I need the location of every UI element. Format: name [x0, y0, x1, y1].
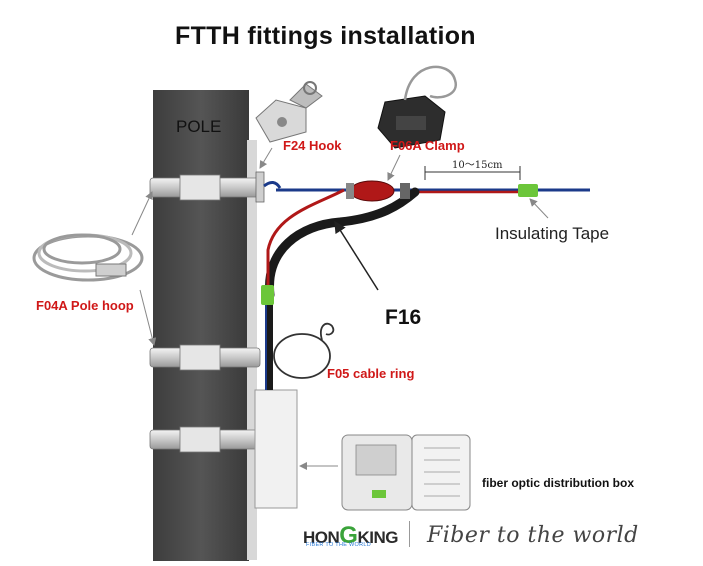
hook-bracket: [255, 171, 282, 203]
brand-name-right: KING: [357, 528, 398, 547]
label-f24-hook: F24 Hook: [283, 138, 342, 153]
tape-marker-top: [518, 184, 538, 197]
label-f06a-clamp: F06A Clamp: [390, 138, 465, 153]
distribution-box-illustration: [341, 434, 471, 511]
brand-name-left: HON: [303, 528, 340, 547]
red-wire-loop: [266, 188, 345, 390]
brand-name-g: G: [339, 522, 358, 549]
pole: [153, 90, 249, 561]
pole-hoop-top: [149, 174, 261, 201]
slogan: Fiber to the world: [427, 523, 639, 548]
arrow-hoop-top: [131, 191, 153, 236]
label-f16: F16: [385, 306, 422, 329]
mounted-box: [254, 389, 298, 509]
brand-tagline: FIBER TO THE WORLD: [306, 542, 371, 548]
label-distribution-box: fiber optic distribution box: [482, 476, 634, 490]
pole-label: POLE: [176, 117, 222, 136]
fig8-cable-black: [265, 187, 420, 300]
f04a-pole-hoop-coil: [32, 233, 144, 282]
pole-hoop-middle: [149, 344, 261, 371]
arrow-hook: [259, 147, 273, 169]
diagram-title: FTTH fittings installation: [175, 22, 476, 50]
f24-hook-illustration: [255, 81, 323, 143]
dimension-label: 10～15cm: [452, 160, 503, 171]
label-insulating-tape: Insulating Tape: [495, 224, 610, 243]
brand-divider: [409, 521, 410, 547]
tape-marker-side: [261, 285, 274, 305]
clamp-on-wire: [346, 180, 410, 202]
f06a-clamp-illustration: [377, 65, 458, 149]
brand-name: HONGKING: [303, 522, 398, 550]
arrow-f16: [334, 220, 379, 291]
arrow-clamp: [387, 154, 401, 181]
arrow-tape: [529, 198, 549, 219]
arrow-hoop-middle: [139, 289, 157, 346]
label-f05-cable-ring: F05 cable ring: [327, 366, 415, 381]
label-f04a-pole-hoop: F04A Pole hoop: [36, 298, 134, 313]
f05-cable-ring-illustration: [273, 322, 335, 379]
pole-hoop-bottom: [149, 426, 261, 453]
